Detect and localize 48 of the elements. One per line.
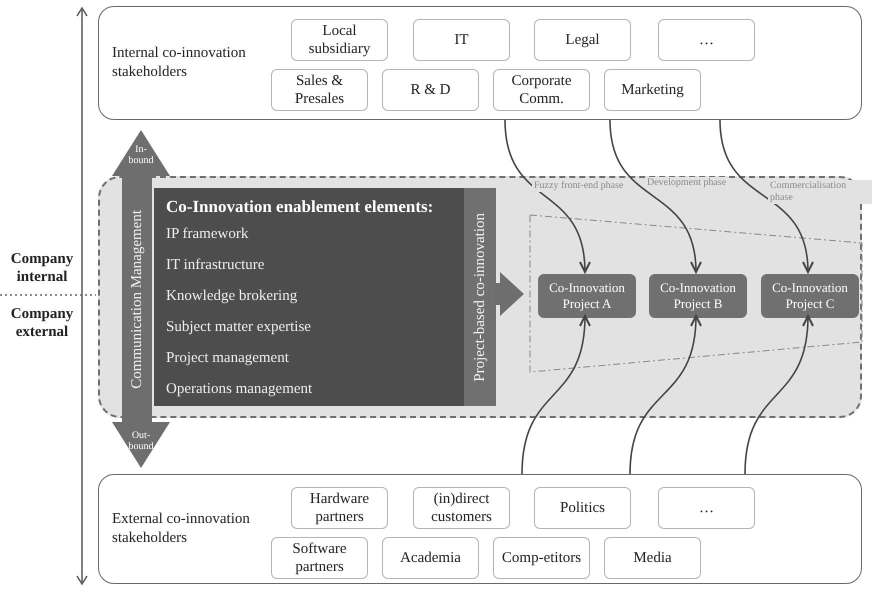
stakeholder-box: IT	[413, 19, 510, 61]
stakeholder-box: (in)direct customers	[413, 487, 510, 529]
arrow-label: Out-bound	[128, 430, 154, 452]
list-item: IP framework	[166, 225, 250, 243]
project-box: Co-Innovation Project C	[761, 274, 859, 318]
stakeholder-box: Corporate Comm.	[493, 69, 590, 111]
panel-title: External co-innovation stakeholders	[112, 510, 251, 548]
block-arrow	[494, 272, 524, 316]
stakeholder-box: Marketing	[604, 69, 701, 111]
side-label: Company external	[10, 305, 74, 341]
phase-label: Fuzzy front-end phase	[532, 180, 626, 192]
list-item: Knowledge brokering	[166, 287, 298, 305]
panel-title: Internal co-innovation stakeholders	[112, 44, 247, 82]
stakeholder-box: …	[658, 487, 755, 529]
stakeholder-box: Sales & Presales	[271, 69, 368, 111]
dashed-region	[98, 176, 862, 418]
side-label: Company internal	[10, 250, 74, 286]
stakeholder-box: Legal	[534, 19, 631, 61]
stakeholder-box: Software partners	[271, 537, 368, 579]
curved-arrow	[609, 120, 702, 273]
stakeholder-box: Academia	[382, 537, 479, 579]
stakeholder-box: …	[658, 19, 755, 61]
list-item: Operations management	[166, 380, 314, 398]
stakeholder-box: Comp-etitors	[493, 537, 590, 579]
arrow-label: Communication Management	[128, 210, 146, 388]
project-box: Co-Innovation Project B	[649, 274, 747, 318]
stakeholder-panel	[98, 474, 862, 584]
curved-arrow	[719, 120, 814, 273]
project-box: Co-Innovation Project A	[538, 274, 636, 318]
panel-heading: Co-Innovation enablement elements:	[166, 196, 434, 218]
list-item: IT infrastructure	[166, 256, 266, 274]
stakeholder-panel	[98, 6, 862, 120]
phase-label: Development phase	[645, 177, 728, 189]
phase-label: Commercialisation phase	[768, 180, 872, 204]
curved-arrow	[629, 315, 702, 474]
stakeholder-box: Media	[604, 537, 701, 579]
curved-arrow	[521, 315, 590, 474]
curved-arrow	[744, 315, 814, 474]
curved-arrow	[504, 120, 590, 273]
stakeholder-box: Local subsidiary	[291, 19, 388, 61]
stakeholder-box: Politics	[534, 487, 631, 529]
list-item: Subject matter expertise	[166, 318, 312, 336]
vertical-bar: Project-based co-innovation	[464, 188, 496, 406]
stakeholder-box: Hardware partners	[291, 487, 388, 529]
arrow-label: In-bound	[128, 144, 154, 166]
list-item: Project management	[166, 349, 290, 367]
stakeholder-box: R & D	[382, 69, 479, 111]
enablement-panel	[154, 188, 464, 406]
